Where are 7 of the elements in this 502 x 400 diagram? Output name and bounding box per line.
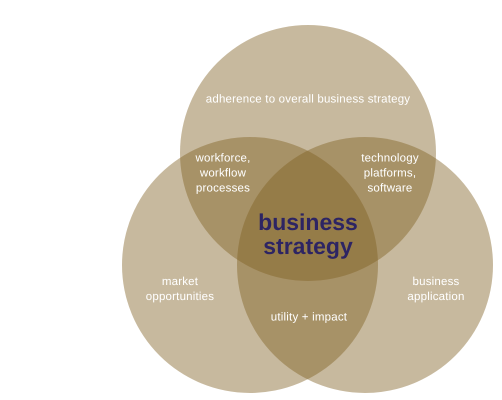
overlap-label: utility + impact	[270, 310, 348, 326]
circle-label: adherence to overall business strategy	[206, 92, 410, 108]
circle-label: business application	[407, 275, 465, 305]
core-label: business strategy	[258, 210, 358, 258]
overlap-label: workforce, workflow processes	[195, 152, 251, 196]
circle-label: market opportunities	[146, 275, 214, 305]
overlap-label: technology platforms, software	[361, 152, 419, 196]
